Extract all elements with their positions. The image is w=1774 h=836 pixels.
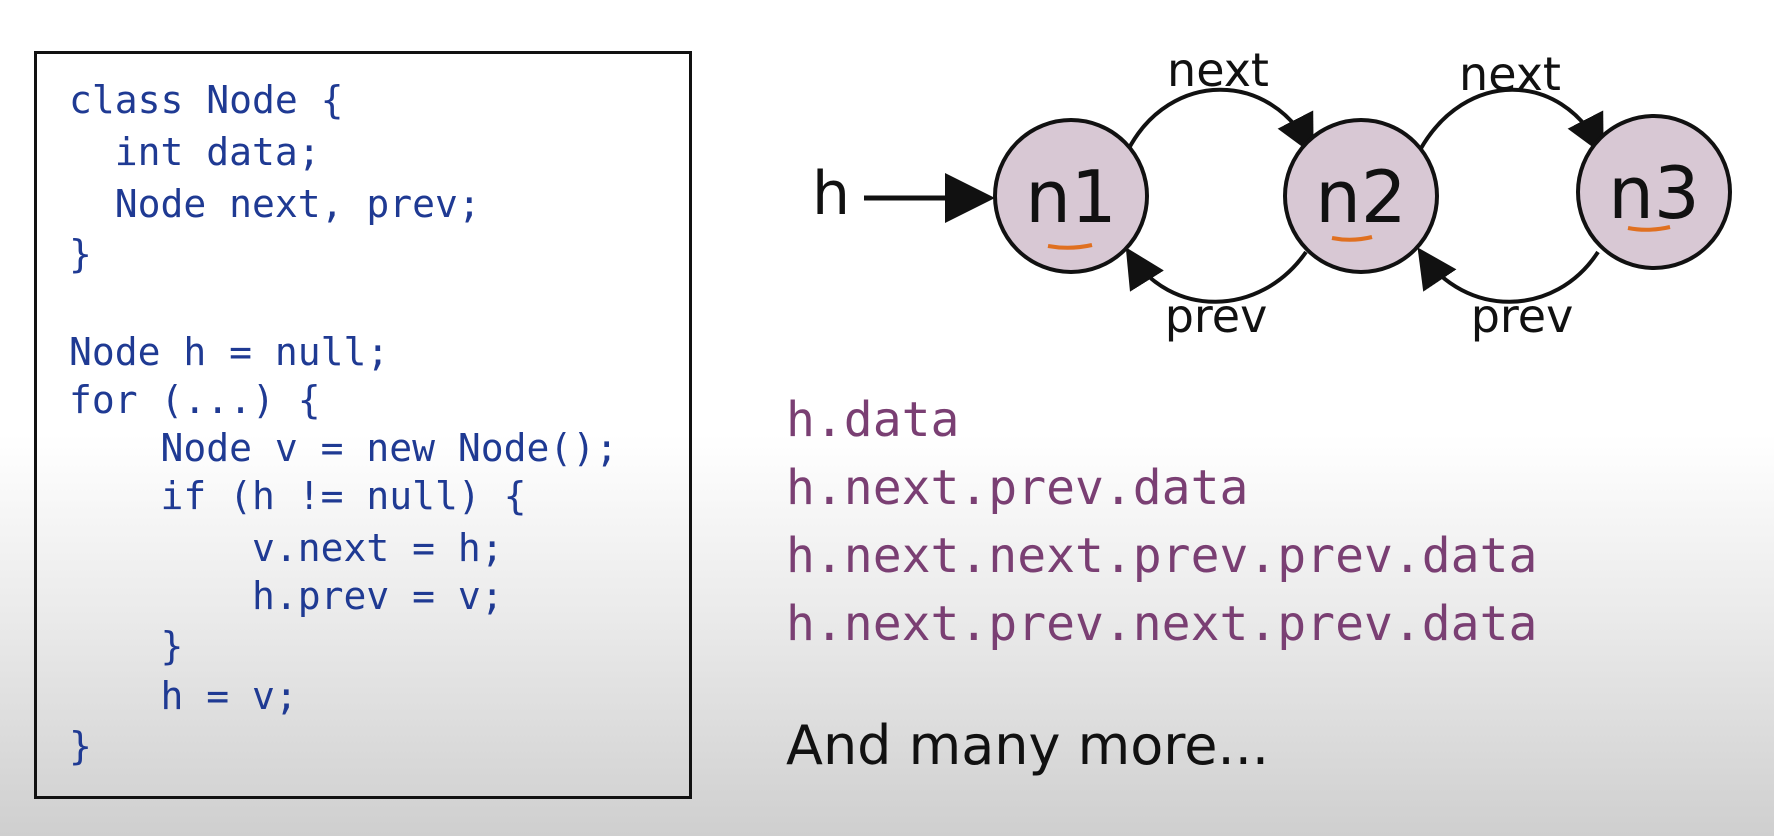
node-underline <box>1047 243 1093 250</box>
prev-arrow <box>1417 247 1600 304</box>
code-line: Node next, prev; <box>69 182 481 226</box>
code-line: } <box>69 232 92 276</box>
code-line: h = v; <box>69 674 298 718</box>
node-underline <box>1331 235 1373 242</box>
expression: h.next.next.prev.prev.data <box>786 528 1538 584</box>
head-label: h <box>812 159 850 229</box>
next-arrow <box>1418 87 1604 156</box>
node-label: n1 <box>1025 155 1116 239</box>
node-underline <box>1627 225 1671 232</box>
code-line: class Node { <box>69 78 344 122</box>
expression: h.data <box>786 392 960 448</box>
next-label: next <box>1167 43 1269 97</box>
code-line: } <box>69 624 184 668</box>
code-line: for (...) { <box>69 378 321 422</box>
code-line: } <box>69 724 92 768</box>
footer-note: And many more... <box>786 714 1270 777</box>
code-line: Node h = null; <box>69 330 390 374</box>
expression: h.next.prev.next.prev.data <box>786 596 1538 652</box>
prev-label: prev <box>1471 289 1574 343</box>
next-label: next <box>1459 47 1561 101</box>
code-line: if (h != null) { <box>69 474 527 518</box>
node-n1: n1 <box>993 118 1149 274</box>
prev-label: prev <box>1165 289 1268 343</box>
code-line: Node v = new Node(); <box>69 426 619 470</box>
code-line: int data; <box>69 130 321 174</box>
node-label: n2 <box>1315 155 1406 239</box>
code-panel: class Node { int data; Node next, prev; … <box>34 51 692 799</box>
node-label: n3 <box>1608 151 1699 235</box>
node-n2: n2 <box>1283 118 1439 274</box>
code-line: h.prev = v; <box>69 574 504 618</box>
code-line: v.next = h; <box>69 526 504 570</box>
next-arrow <box>1126 87 1314 156</box>
expression: h.next.prev.data <box>786 460 1249 516</box>
prev-arrow <box>1125 247 1308 304</box>
node-n3: n3 <box>1576 114 1732 270</box>
